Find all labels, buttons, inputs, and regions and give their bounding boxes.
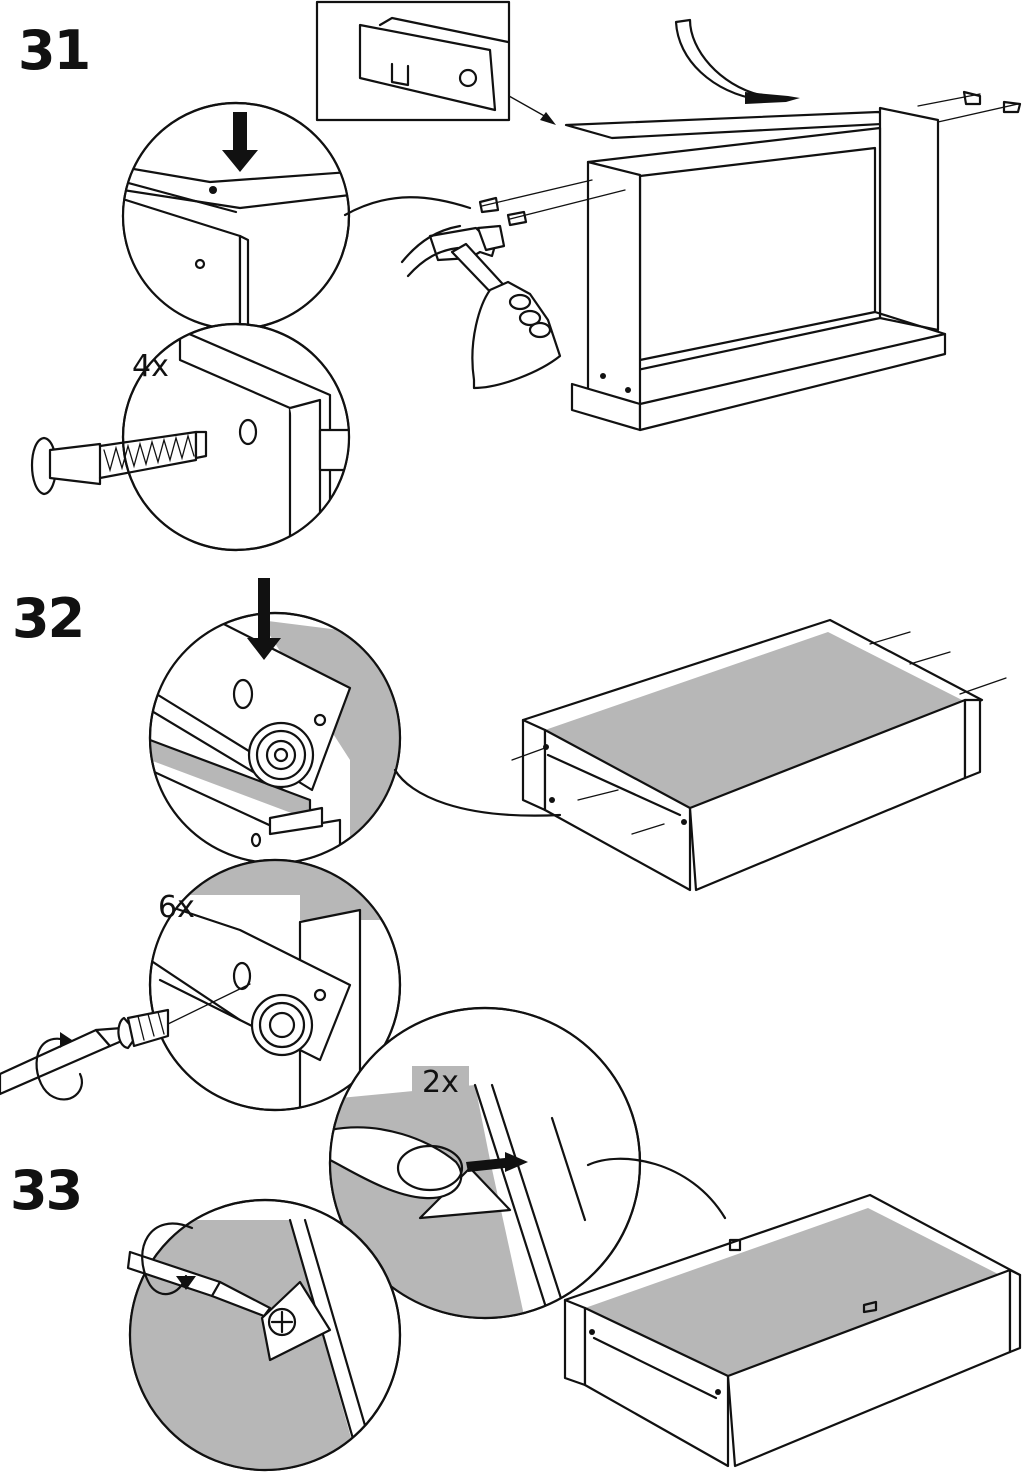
- step-number: 31: [18, 24, 89, 78]
- step-31-magnified-detail-top: [110, 103, 350, 360]
- slide-in-arrow-icon: [676, 20, 800, 104]
- drawer-box: [565, 1195, 1020, 1466]
- quantity-label: 6x: [158, 893, 195, 923]
- hammer-icon: [402, 226, 560, 388]
- step-33-magnified-detail-screw: [130, 1200, 400, 1470]
- inset-pointer-line: [509, 96, 548, 118]
- quantity-label: 4x: [132, 352, 169, 382]
- step-31-illustration: [32, 2, 1020, 560]
- left-side-panel: [588, 162, 640, 408]
- inset-pointer-arrowhead: [540, 112, 556, 125]
- step-31-panel-detail-inset: [317, 2, 509, 120]
- step-number: 32: [12, 592, 83, 646]
- drawer-box: [512, 620, 1006, 890]
- callout-tail: [345, 197, 470, 215]
- wheel-icon: [249, 723, 313, 787]
- step-32-magnified-detail-wheel: [150, 578, 420, 870]
- step-number: 33: [10, 1164, 81, 1218]
- right-side-panel: [880, 108, 938, 330]
- wheel-icon: [252, 995, 312, 1055]
- quantity-label: 2x: [412, 1066, 469, 1100]
